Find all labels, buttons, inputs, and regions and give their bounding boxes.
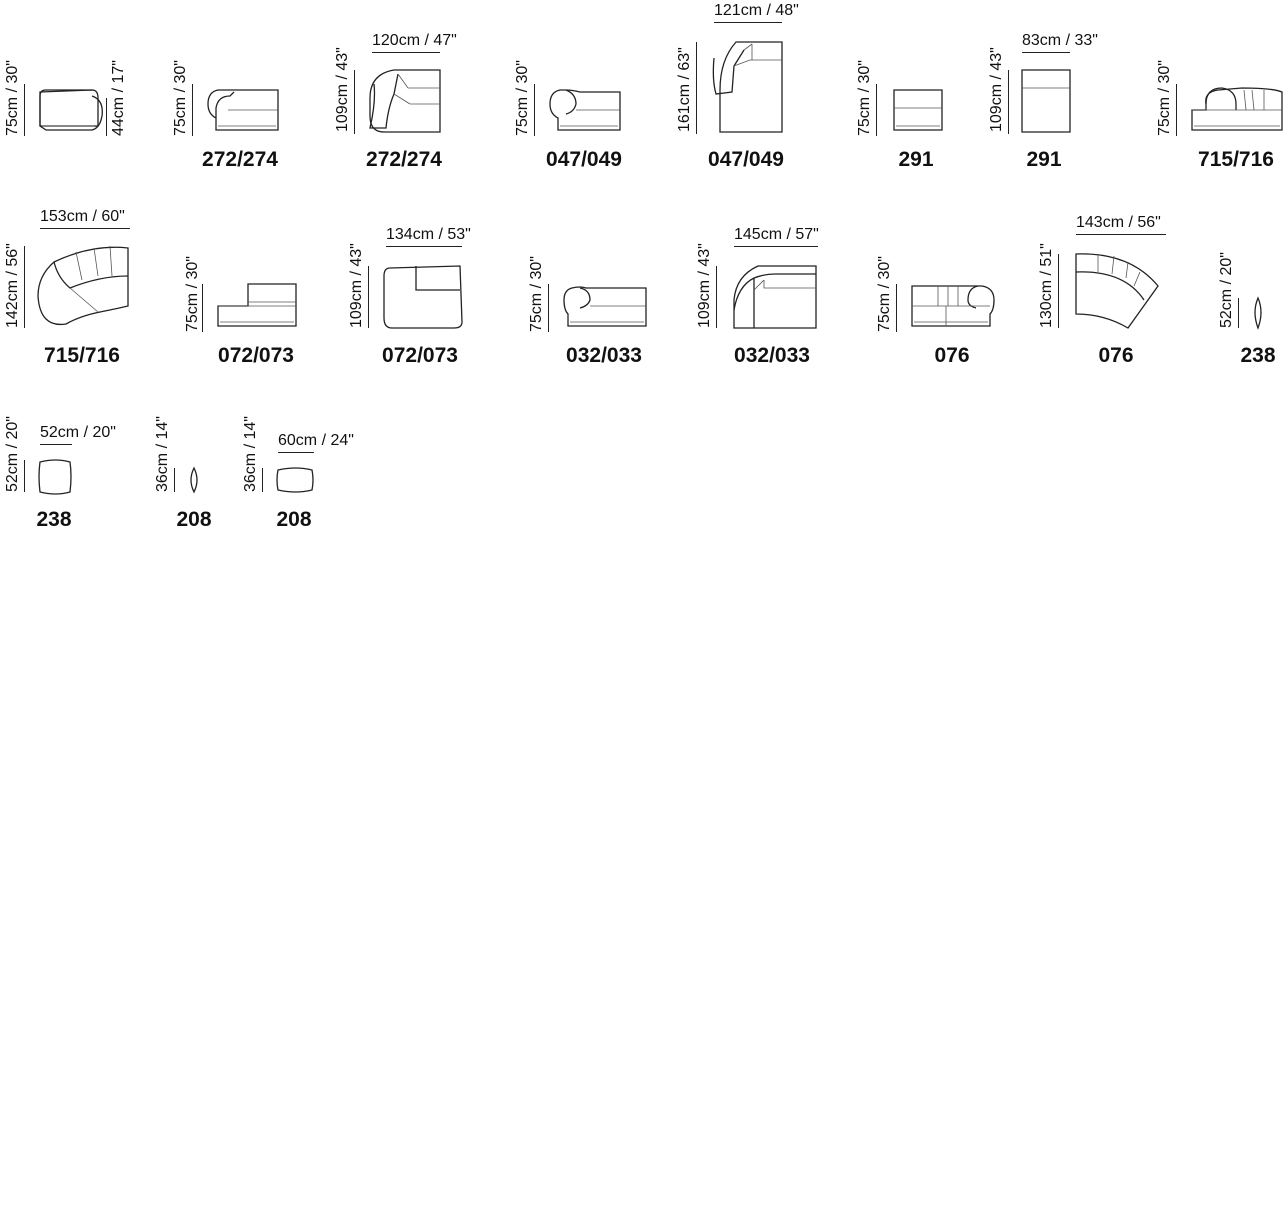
model-code: 238 <box>1240 344 1276 367</box>
curved-sofa-side-drawing <box>1191 87 1283 131</box>
model-code: 272/274 <box>366 148 442 171</box>
module-072-073-plan: 109cm / 43" 134cm / 53" 072/073 <box>344 222 494 376</box>
bolster-side-drawing <box>190 466 198 494</box>
model-code: 238 <box>36 508 72 531</box>
corner-sofa-side-drawing <box>563 286 647 327</box>
module-032-033-plan: 109cm / 43" 145cm / 57" 032/033 <box>692 222 842 376</box>
module-076-side: 75cm / 30" 076 <box>872 236 1012 376</box>
model-code: 291 <box>1026 148 1062 171</box>
cushion-plan-drawing <box>38 459 72 495</box>
module-032-033-side: 75cm / 30" 032/033 <box>524 236 674 376</box>
chaise-side-drawing <box>549 89 621 131</box>
model-code: 047/049 <box>708 148 784 171</box>
module-side-view-0: 75cm / 30" 44cm / 17" <box>0 40 140 180</box>
seat-unit-plan-drawing <box>1021 69 1071 133</box>
model-code: 032/033 <box>566 344 642 367</box>
width-label: 153cm / 60" <box>40 208 125 225</box>
width-label: 83cm / 33" <box>1022 32 1098 49</box>
corner-unit-plan-drawing <box>369 69 441 133</box>
model-code: 272/274 <box>202 148 278 171</box>
wedge-corner-plan-drawing <box>1075 253 1159 329</box>
width-label: 145cm / 57" <box>734 226 819 243</box>
model-code: 072/073 <box>218 344 294 367</box>
seat-unit-side-drawing <box>893 89 943 131</box>
lounger-plan-drawing <box>383 265 463 329</box>
width-label: 60cm / 24" <box>278 432 354 449</box>
chaise-plan-drawing <box>712 41 783 133</box>
width-label: 134cm / 53" <box>386 226 471 243</box>
model-code: 047/049 <box>546 148 622 171</box>
width-label: 143cm / 56" <box>1076 214 1161 231</box>
module-047-049-side: 75cm / 30" 047/049 <box>510 40 650 180</box>
module-291-side: 75cm / 30" 291 <box>852 40 962 180</box>
module-208-plan: 36cm / 14" 60cm / 24" 208 <box>238 404 378 540</box>
module-072-073-side: 75cm / 30" 072/073 <box>180 236 320 376</box>
module-291-plan: 109cm / 43" 83cm / 33" 291 <box>984 28 1134 180</box>
lounger-side-drawing <box>217 283 297 327</box>
module-272-274-side: 75cm / 30" 272/274 <box>168 40 308 180</box>
module-715-716-plan: 142cm / 56" 153cm / 60" 715/716 <box>0 204 150 376</box>
model-code: 208 <box>276 508 312 531</box>
corner-sofa-plan-drawing <box>733 265 817 329</box>
curved-corner-side-drawing <box>911 285 995 327</box>
bolster-plan-drawing <box>276 467 314 493</box>
width-label: 121cm / 48" <box>714 2 799 19</box>
model-code: 715/716 <box>44 344 120 367</box>
corner-unit-side-drawing <box>207 89 279 131</box>
width-label: 120cm / 47" <box>372 32 457 49</box>
module-272-274-plan: 109cm / 43" 120cm / 47" 272/274 <box>330 28 480 180</box>
cushion-side-drawing <box>1254 296 1262 330</box>
curved-sofa-plan-drawing <box>37 245 129 326</box>
module-238-side: 52cm / 20" 238 <box>1214 236 1284 376</box>
model-code: 291 <box>898 148 934 171</box>
model-code: 208 <box>176 508 212 531</box>
armchair-side-drawing <box>39 89 103 131</box>
model-code: 715/716 <box>1198 148 1274 171</box>
model-code: 072/073 <box>382 344 458 367</box>
model-code: 076 <box>934 344 970 367</box>
module-715-716-side: 75cm / 30" 715/716 <box>1152 40 1284 180</box>
width-label: 52cm / 20" <box>40 424 116 441</box>
model-code: 032/033 <box>734 344 810 367</box>
module-238-plan: 52cm / 20" 52cm / 20" 238 <box>0 404 140 540</box>
model-code: 076 <box>1098 344 1134 367</box>
module-047-049-plan: 161cm / 63" 121cm / 48" 047/049 <box>672 0 822 180</box>
module-208-side: 36cm / 14" 208 <box>150 404 230 540</box>
module-076-plan: 130cm / 51" 143cm / 56" 076 <box>1034 210 1184 376</box>
